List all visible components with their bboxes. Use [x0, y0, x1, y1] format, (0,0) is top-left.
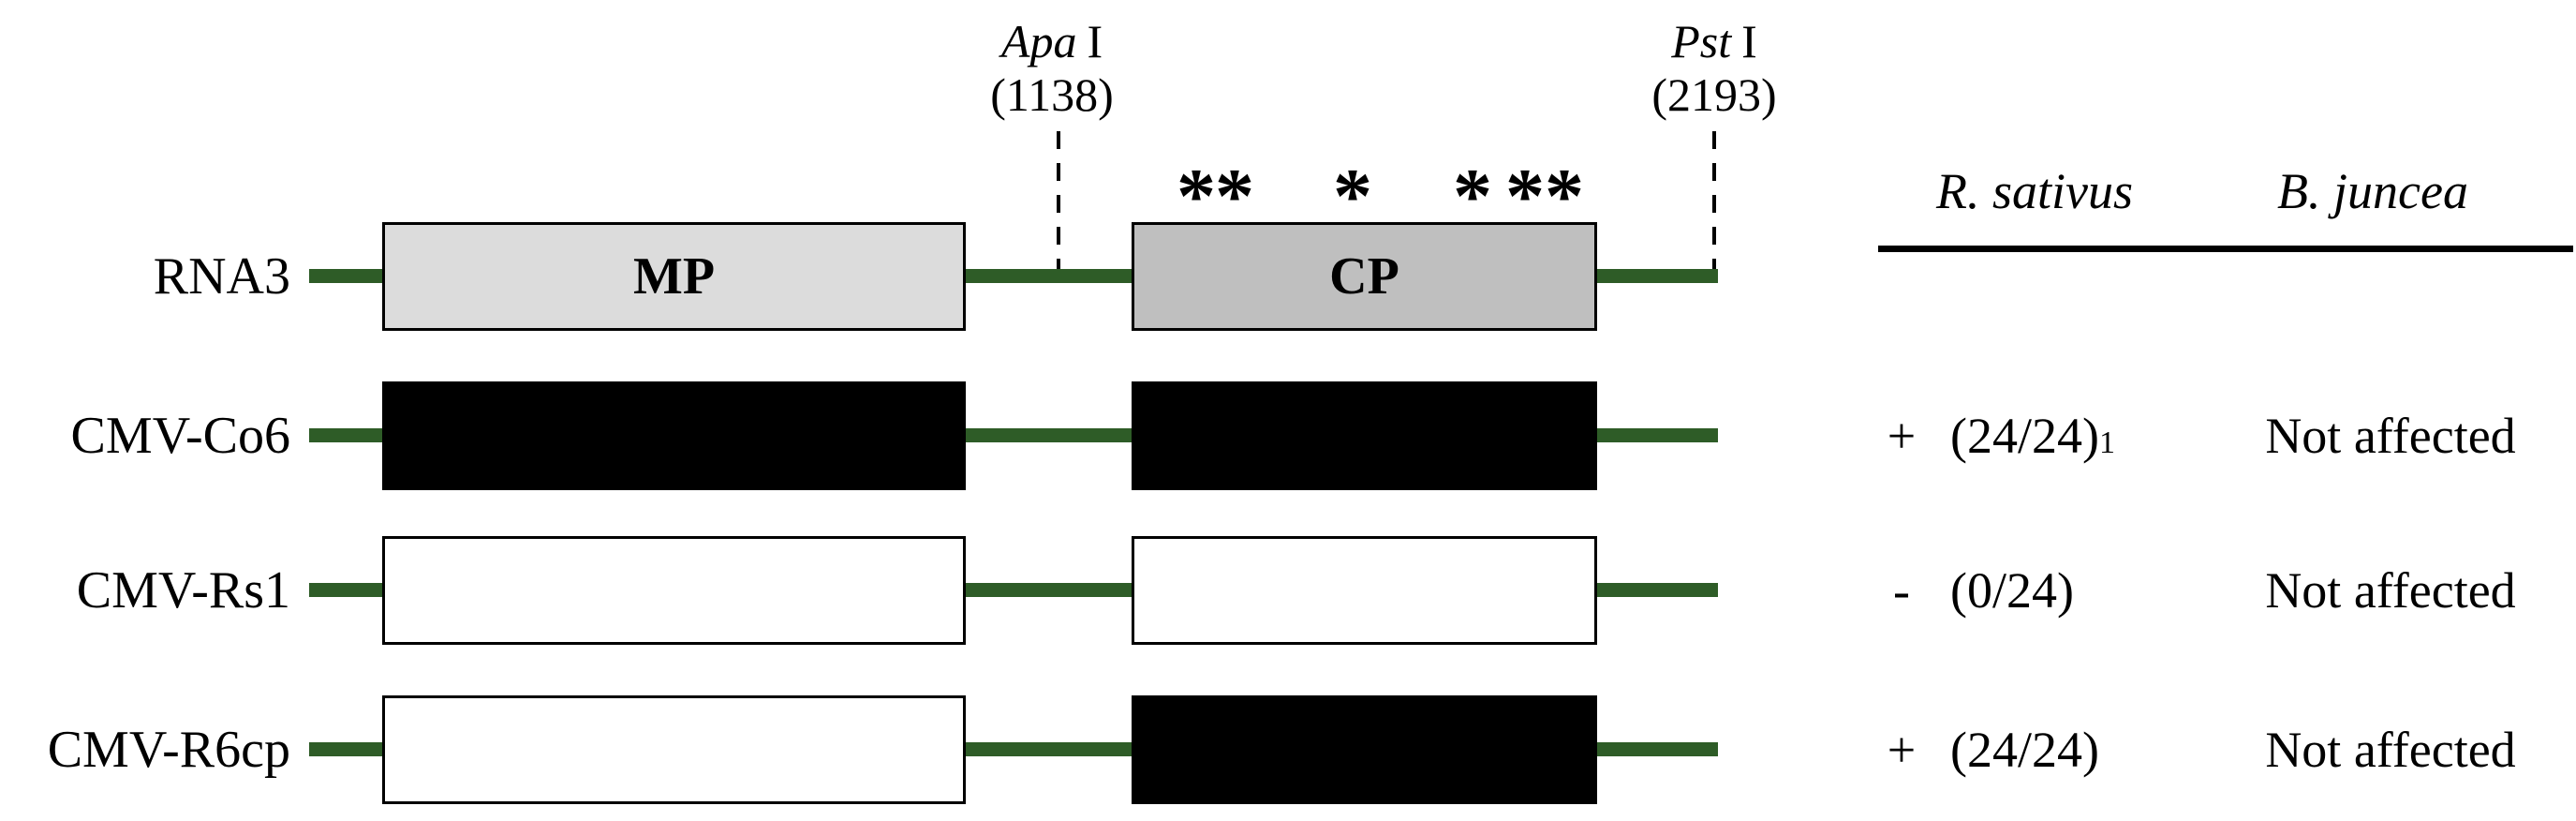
infectivity-sign: +: [1887, 408, 1917, 464]
r-sativus-result: + (24/24): [1873, 717, 2099, 783]
cp-box-cmv-r6cp: [1132, 695, 1597, 804]
pst-enzyme-name: Pst: [1671, 15, 1732, 67]
r-sativus-result: +(24/24)1: [1873, 403, 2115, 469]
pst-position: (2193): [1651, 68, 1777, 121]
infectivity-count: (24/24): [1950, 722, 2099, 778]
cp-box-rna3: CP: [1132, 222, 1597, 331]
table-header-b-juncea: B. juncea: [2277, 163, 2468, 219]
infectivity-sign: +: [1887, 722, 1917, 778]
apa-position: (1138): [990, 68, 1114, 121]
b-juncea-result: Not affected: [2265, 722, 2516, 778]
pst-dashed-line: [1712, 131, 1716, 286]
mp-box-cmv-rs1: [382, 536, 966, 645]
pst-roman-numeral: I: [1741, 15, 1757, 67]
table-header-rule: [1878, 246, 2573, 252]
r-sativus-result: -(0/24): [1873, 558, 2074, 623]
construct-label-rna3: RNA3: [153, 247, 290, 306]
cp-box-cmv-co6: [1132, 381, 1597, 490]
infectivity-count: (0/24): [1950, 562, 2074, 619]
mp-box-cmv-co6: [382, 381, 966, 490]
table-header-r-sativus: R. sativus: [1936, 163, 2133, 219]
b-juncea-result: Not affected: [2265, 408, 2516, 464]
construct-label-cmv-co6: CMV-Co6: [70, 407, 290, 465]
infectivity-sign: -: [1893, 562, 1910, 619]
construct-label-cmv-r6cp: CMV-R6cp: [47, 721, 290, 779]
cp-gene-label: CP: [1329, 247, 1399, 306]
apa-dashed-line: [1057, 131, 1060, 283]
infectivity-count: (24/24): [1950, 408, 2099, 464]
construct-label-cmv-rs1: CMV-Rs1: [76, 561, 290, 619]
cp-box-cmv-rs1: [1132, 536, 1597, 645]
apa-enzyme-name: Apa: [1000, 15, 1077, 67]
b-juncea-result: Not affected: [2265, 562, 2516, 619]
apa-roman-numeral: I: [1087, 15, 1103, 67]
mp-box-rna3: MP: [382, 222, 966, 331]
mp-gene-label: MP: [632, 247, 716, 306]
mp-box-cmv-r6cp: [382, 695, 966, 804]
